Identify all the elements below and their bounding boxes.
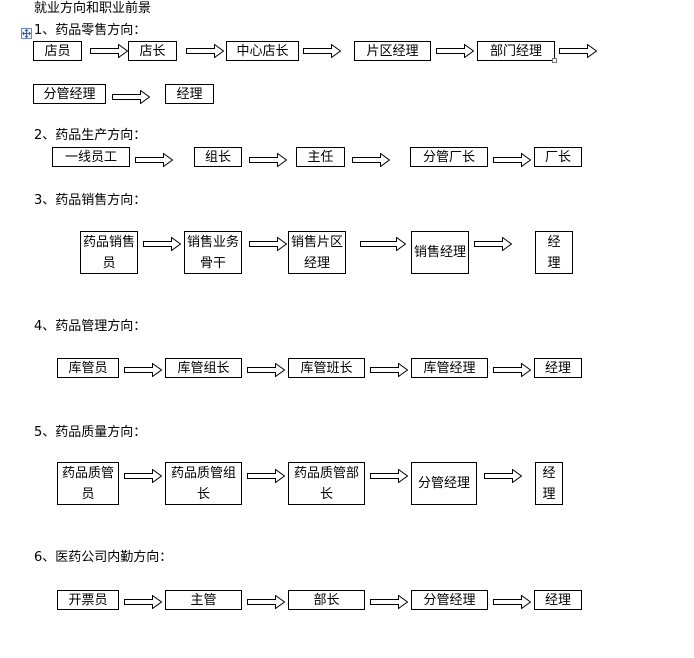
role-box: 店员 <box>33 41 82 61</box>
role-box: 一线员工 <box>52 147 130 167</box>
role-box: 开票员 <box>57 590 119 610</box>
flow-arrow-icon <box>352 153 390 167</box>
role-box: 库管班长 <box>288 358 365 378</box>
role-box: 分管经理 <box>33 84 106 104</box>
role-box: 中心店长 <box>226 41 299 61</box>
role-box: 销售片区经理 <box>288 231 346 274</box>
flow-arrow-icon <box>303 44 341 58</box>
flow-arrow-icon <box>370 363 408 377</box>
flow-arrow-icon <box>370 469 408 483</box>
role-box: 片区经理 <box>354 41 431 61</box>
role-box: 库管组长 <box>165 358 242 378</box>
role-box: 经理 <box>535 462 563 505</box>
role-box: 销售业务骨干 <box>184 231 242 274</box>
flow-arrow-icon <box>247 595 285 609</box>
flow-arrow-icon <box>124 363 162 377</box>
role-box: 药品质管部长 <box>288 462 365 505</box>
section-heading-office: 6、医药公司内勤方向： <box>34 550 173 565</box>
role-box: 经理 <box>165 84 214 104</box>
role-box: 主任 <box>296 147 345 167</box>
flow-arrow-icon <box>484 469 522 483</box>
role-box: 药品销售员 <box>80 231 138 274</box>
resize-handle[interactable] <box>552 58 557 63</box>
flow-arrow-icon <box>360 237 406 251</box>
role-box: 库管经理 <box>411 358 488 378</box>
flow-arrow-icon <box>90 44 128 58</box>
section-heading-quality: 5、药品质量方向： <box>34 425 147 440</box>
section-heading-management: 4、药品管理方向： <box>34 319 147 334</box>
role-box: 部长 <box>288 590 365 610</box>
section-heading-retail: 1、药品零售方向： <box>34 23 147 38</box>
role-box: 销售经理 <box>411 231 469 274</box>
flow-arrow-icon <box>143 237 181 251</box>
flow-arrow-icon <box>493 595 531 609</box>
section-heading-production: 2、药品生产方向： <box>34 128 147 143</box>
role-box: 分管经理 <box>411 462 477 505</box>
flow-arrow-icon <box>493 363 531 377</box>
flow-arrow-icon <box>370 595 408 609</box>
role-box: 库管员 <box>57 358 119 378</box>
flow-arrow-icon <box>249 237 287 251</box>
role-box: 经理 <box>535 231 573 274</box>
section-heading-sales: 3、药品销售方向： <box>34 193 147 208</box>
role-box-selected[interactable]: 部门经理 <box>477 41 555 61</box>
flow-arrow-icon <box>474 237 512 251</box>
role-box: 经理 <box>534 590 582 610</box>
role-box: 药品质管员 <box>57 462 119 505</box>
role-box: 主管 <box>165 590 242 610</box>
document-title: 就业方向和职业前景 <box>34 1 152 16</box>
flow-arrow-icon <box>493 153 531 167</box>
flow-arrow-icon <box>124 469 162 483</box>
flow-arrow-icon <box>135 153 173 167</box>
role-box: 组长 <box>194 147 242 167</box>
flow-arrow-icon <box>436 44 474 58</box>
flow-arrow-icon <box>249 153 287 167</box>
move-anchor-icon[interactable] <box>21 28 32 39</box>
role-box: 店长 <box>128 41 177 61</box>
role-box: 分管厂长 <box>410 147 488 167</box>
flow-arrow-icon <box>559 44 597 58</box>
flow-arrow-icon <box>112 90 150 104</box>
role-box: 药品质管组长 <box>165 462 242 505</box>
role-box: 厂长 <box>534 147 582 167</box>
flow-arrow-icon <box>247 469 285 483</box>
flow-arrow-icon <box>124 595 162 609</box>
role-box: 分管经理 <box>411 590 488 610</box>
flow-arrow-icon <box>186 44 224 58</box>
role-box: 经理 <box>534 358 582 378</box>
flow-arrow-icon <box>247 363 285 377</box>
